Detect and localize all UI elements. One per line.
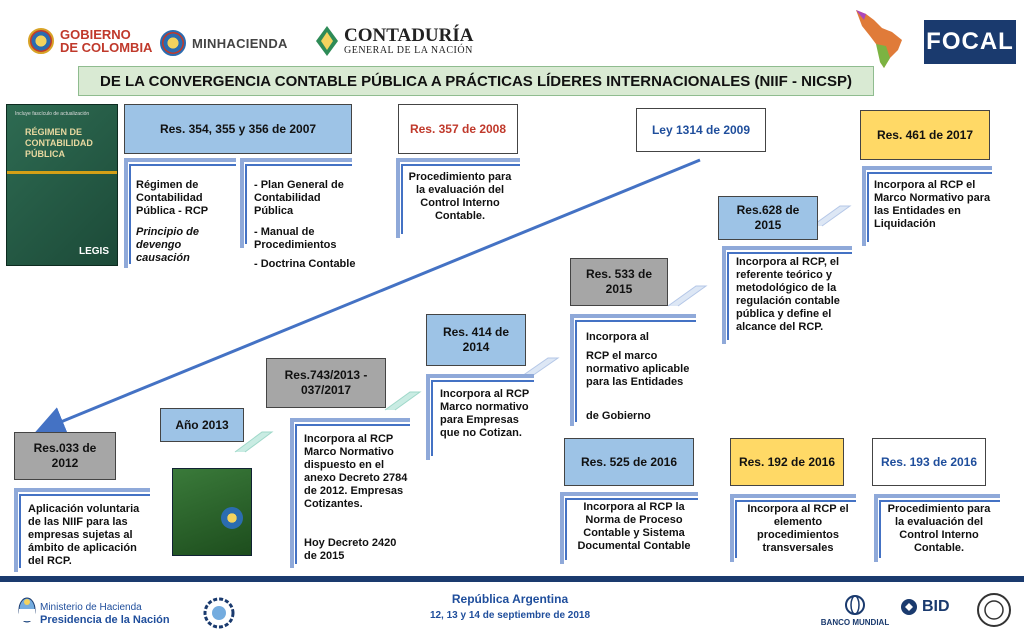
res354-box: Res. 354, 355 y 356 de 2007 <box>124 104 352 154</box>
footer-country: República Argentina <box>451 592 569 606</box>
ley1314-arrow <box>34 158 701 436</box>
res525-bracket-inner <box>565 498 698 560</box>
res354-desc-right-3: - Doctrina Contable <box>254 258 356 270</box>
footer-divider <box>0 576 1024 582</box>
ley1314-box: Ley 1314 de 2009 <box>636 108 766 152</box>
res743-box: Res.743/2013 - 037/2017 <box>266 358 386 408</box>
book-title: RÉGIMEN DE CONTABILIDAD PÚBLICA <box>25 127 93 159</box>
res533-box: Res. 533 de 2015 <box>570 258 668 306</box>
focal-logo: FOCAL <box>924 20 1016 64</box>
footer-date: 12, 13 y 14 de septiembre de 2018 <box>429 610 591 621</box>
res461-bracket <box>862 166 992 246</box>
res354-left-bracket-inner <box>129 164 236 264</box>
banco-mundial-logo: BANCO MUNDIAL <box>820 594 890 627</box>
colombia-seal-icon <box>28 28 54 54</box>
res525-box: Res. 525 de 2016 <box>564 438 694 486</box>
stair-connector-4 <box>667 285 708 307</box>
book-subtitle: Incluye fascículo de actualización <box>15 111 90 117</box>
res525-desc: Incorpora al RCP la Norma de Proceso Con… <box>577 501 691 552</box>
gear-seal-icon <box>203 597 235 629</box>
argentina-shield-icon <box>18 597 36 623</box>
res193-desc: Procedimiento para la evaluación del Con… <box>887 503 991 554</box>
res354-desc-left: Régimen de Contabilidad Pública - RCP <box>136 179 209 217</box>
banco-mundial-text: BANCO MUNDIAL <box>820 618 890 627</box>
res628-bracket-inner <box>727 252 852 340</box>
ministerio-line1: Ministerio de Hacienda <box>40 602 142 613</box>
res354-desc-right-1: - Plan General de Contabilidad Pública <box>254 179 344 217</box>
res628-desc: Incorpora al RCP, el referente teórico y… <box>736 256 840 333</box>
imf-seal-icon <box>977 593 1011 627</box>
stair-connector-1 <box>234 431 274 453</box>
res461-desc: Incorpora al RCP el Marco Normativo para… <box>874 179 991 230</box>
res192-desc: Incorpora al RCP el elemento procedimien… <box>747 503 849 554</box>
ministerio-line2: Presidencia de la Nación <box>40 614 170 626</box>
res743-desc-1: Incorpora al RCP Marco Normativo dispues… <box>304 433 408 510</box>
res192-bracket <box>730 494 856 562</box>
stair-connector-2 <box>384 391 422 411</box>
gobierno-text: GOBIERNO <box>60 27 131 42</box>
res743-bracket-inner <box>295 424 410 564</box>
ano2013-box: Año 2013 <box>160 408 244 442</box>
res354-left-bracket <box>124 158 236 268</box>
res533-bracket <box>570 314 696 426</box>
globe-icon <box>845 595 865 615</box>
regimen-book-image: Incluye fascículo de actualización RÉGIM… <box>6 104 118 266</box>
res354-right-bracket-inner <box>245 164 352 244</box>
res414-bracket <box>426 374 534 460</box>
bid-text: BID <box>922 598 950 615</box>
res414-desc: Incorpora al RCP Marco normativo para Em… <box>440 388 530 439</box>
res414-box: Res. 414 de 2014 <box>426 314 526 366</box>
res357-desc: Procedimiento para la evaluación del Con… <box>408 171 512 222</box>
res192-box: Res. 192 de 2016 <box>730 438 844 486</box>
niif-book-image <box>172 468 252 556</box>
res193-box: Res. 193 de 2016 <box>872 438 986 486</box>
contaduria-title: CONTADURÍA <box>344 25 474 46</box>
res357-box: Res. 357 de 2008 <box>398 104 518 154</box>
res354-desc-right-2: - Manual de Procedimientos <box>254 226 337 251</box>
res192-bracket-inner <box>735 500 856 558</box>
latin-america-map-icon <box>856 10 902 68</box>
res033-desc: Aplicación voluntaria de las NIIF para l… <box>28 503 140 567</box>
contaduria-emblem-icon <box>316 26 338 56</box>
res628-box: Res.628 de 2015 <box>718 196 818 240</box>
minhacienda-seal-icon <box>160 30 186 56</box>
res525-bracket <box>560 492 698 564</box>
res628-bracket <box>722 246 852 344</box>
res033-bracket-inner <box>19 494 150 568</box>
res354-desc-left-italic: Principio de devengo causación <box>136 226 199 264</box>
res033-bracket <box>14 488 150 572</box>
res193-bracket <box>874 494 1000 562</box>
res743-desc-2: Hoy Decreto 2420 de 2015 <box>304 537 397 562</box>
contaduria-subtitle: GENERAL DE LA NACIÓN <box>344 45 473 56</box>
res354-right-bracket <box>240 158 352 248</box>
res461-box: Res. 461 de 2017 <box>860 110 990 160</box>
res533-desc-2: RCP el marco normativo aplicable para la… <box>586 350 690 388</box>
res461-bracket-inner <box>867 172 992 242</box>
res414-bracket-inner <box>431 380 534 456</box>
res533-bracket-inner <box>575 320 696 422</box>
book-stripe <box>7 171 117 174</box>
colombia-text: DE COLOMBIA <box>60 40 153 55</box>
book-brand: LEGIS <box>78 246 109 257</box>
ministerio-logo: Ministerio de Hacienda Presidencia de la… <box>40 602 170 627</box>
res193-bracket-inner <box>879 500 1000 558</box>
contaduria-logo: CONTADURÍA GENERAL DE LA NACIÓN <box>316 26 473 56</box>
res357-bracket <box>396 158 520 238</box>
page-title: DE LA CONVERGENCIA CONTABLE PÚBLICA A PR… <box>78 66 874 96</box>
book-globe-icon <box>221 507 243 529</box>
res357-bracket-inner <box>401 164 520 234</box>
stair-connector-5 <box>811 205 852 227</box>
minhacienda-text: MINHACIENDA <box>192 35 288 51</box>
bid-mark-icon <box>901 599 917 615</box>
bid-logo: BID <box>900 598 950 616</box>
gobierno-colombia-logo: GOBIERNO DE COLOMBIA <box>28 28 152 54</box>
minhacienda-logo: MINHACIENDA <box>160 30 288 56</box>
res743-bracket <box>290 418 410 568</box>
res033-box: Res.033 de 2012 <box>14 432 116 480</box>
stair-connector-3 <box>521 357 560 377</box>
res533-desc-1: Incorpora al <box>586 331 649 343</box>
res533-desc-3: de Gobierno <box>586 410 651 422</box>
